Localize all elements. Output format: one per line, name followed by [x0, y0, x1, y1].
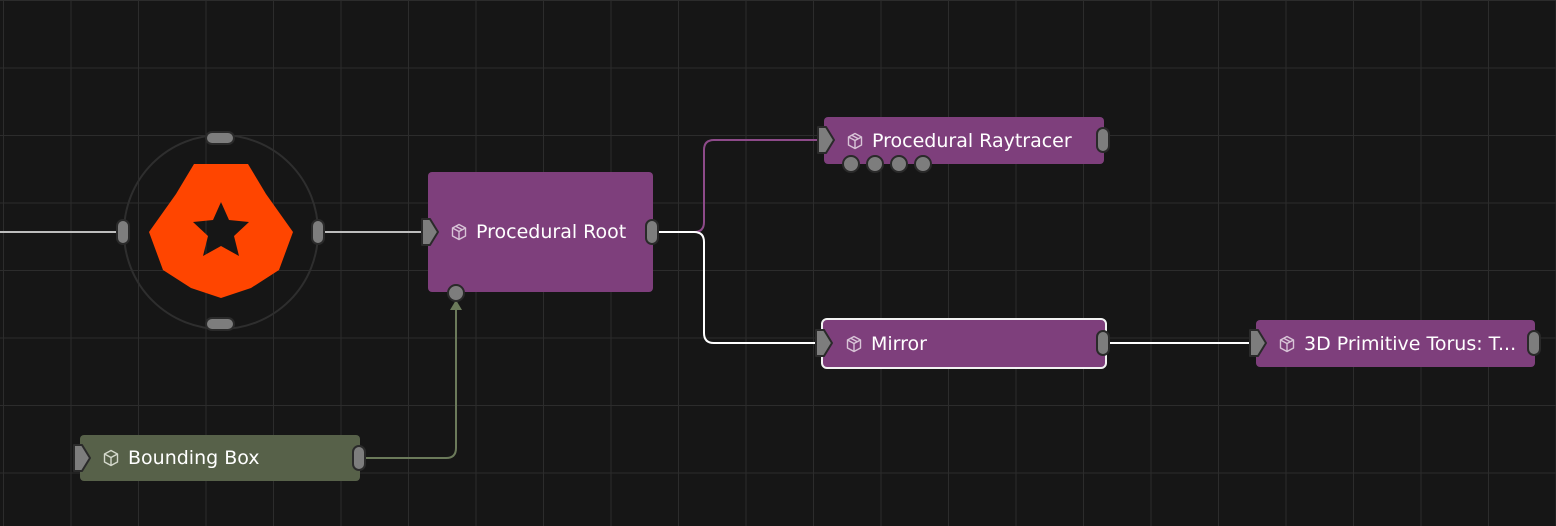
logo-top-port[interactable]	[205, 131, 235, 145]
procedural-root-node[interactable]: Procedural Root	[428, 172, 653, 292]
node-label: Procedural Raytracer	[872, 129, 1072, 152]
mirror-input-port[interactable]	[814, 328, 834, 358]
wire-bbox-to-root	[366, 300, 457, 459]
bounding-box-input-port[interactable]	[72, 443, 92, 473]
bounding-box-node[interactable]: Bounding Box	[80, 435, 360, 481]
package-icon	[845, 335, 863, 353]
node-label: Bounding Box	[128, 447, 260, 469]
logo-input-port[interactable]	[116, 219, 130, 245]
package-icon	[846, 132, 864, 150]
torus-input-port[interactable]	[1248, 328, 1268, 358]
procedural-root-output-port[interactable]	[645, 219, 659, 245]
procedural-raytracer-input-port[interactable]	[816, 125, 836, 155]
wire-root-to-raytracer	[658, 139, 822, 233]
bounding-box-output-port[interactable]	[352, 445, 366, 471]
raytracer-param-port-4[interactable]	[914, 155, 932, 173]
mirror-output-port[interactable]	[1096, 330, 1110, 356]
notch-logo-icon[interactable]	[149, 164, 293, 298]
logo-output-port[interactable]	[311, 219, 325, 245]
procedural-raytracer-node[interactable]: Procedural Raytracer	[824, 117, 1104, 164]
procedural-root-input-port[interactable]	[420, 217, 440, 247]
wire-root-to-mirror	[658, 231, 818, 344]
cube-icon	[102, 449, 120, 467]
node-label: Procedural Root	[476, 221, 627, 243]
procedural-raytracer-output-port[interactable]	[1096, 127, 1110, 153]
node-label: 3D Primitive Torus: T...	[1304, 332, 1517, 355]
torus-node[interactable]: 3D Primitive Torus: T...	[1256, 320, 1535, 367]
torus-output-port[interactable]	[1527, 330, 1541, 356]
raytracer-param-port-1[interactable]	[842, 155, 860, 173]
raytracer-param-port-3[interactable]	[890, 155, 908, 173]
wire-arrowhead	[450, 300, 462, 310]
node-label: Mirror	[871, 332, 927, 355]
procedural-root-bottom-port[interactable]	[447, 284, 465, 302]
logo-bottom-port[interactable]	[205, 317, 235, 331]
package-icon	[1278, 335, 1296, 353]
raytracer-param-port-2[interactable]	[866, 155, 884, 173]
mirror-node[interactable]: Mirror	[821, 318, 1107, 369]
package-icon	[450, 223, 468, 241]
